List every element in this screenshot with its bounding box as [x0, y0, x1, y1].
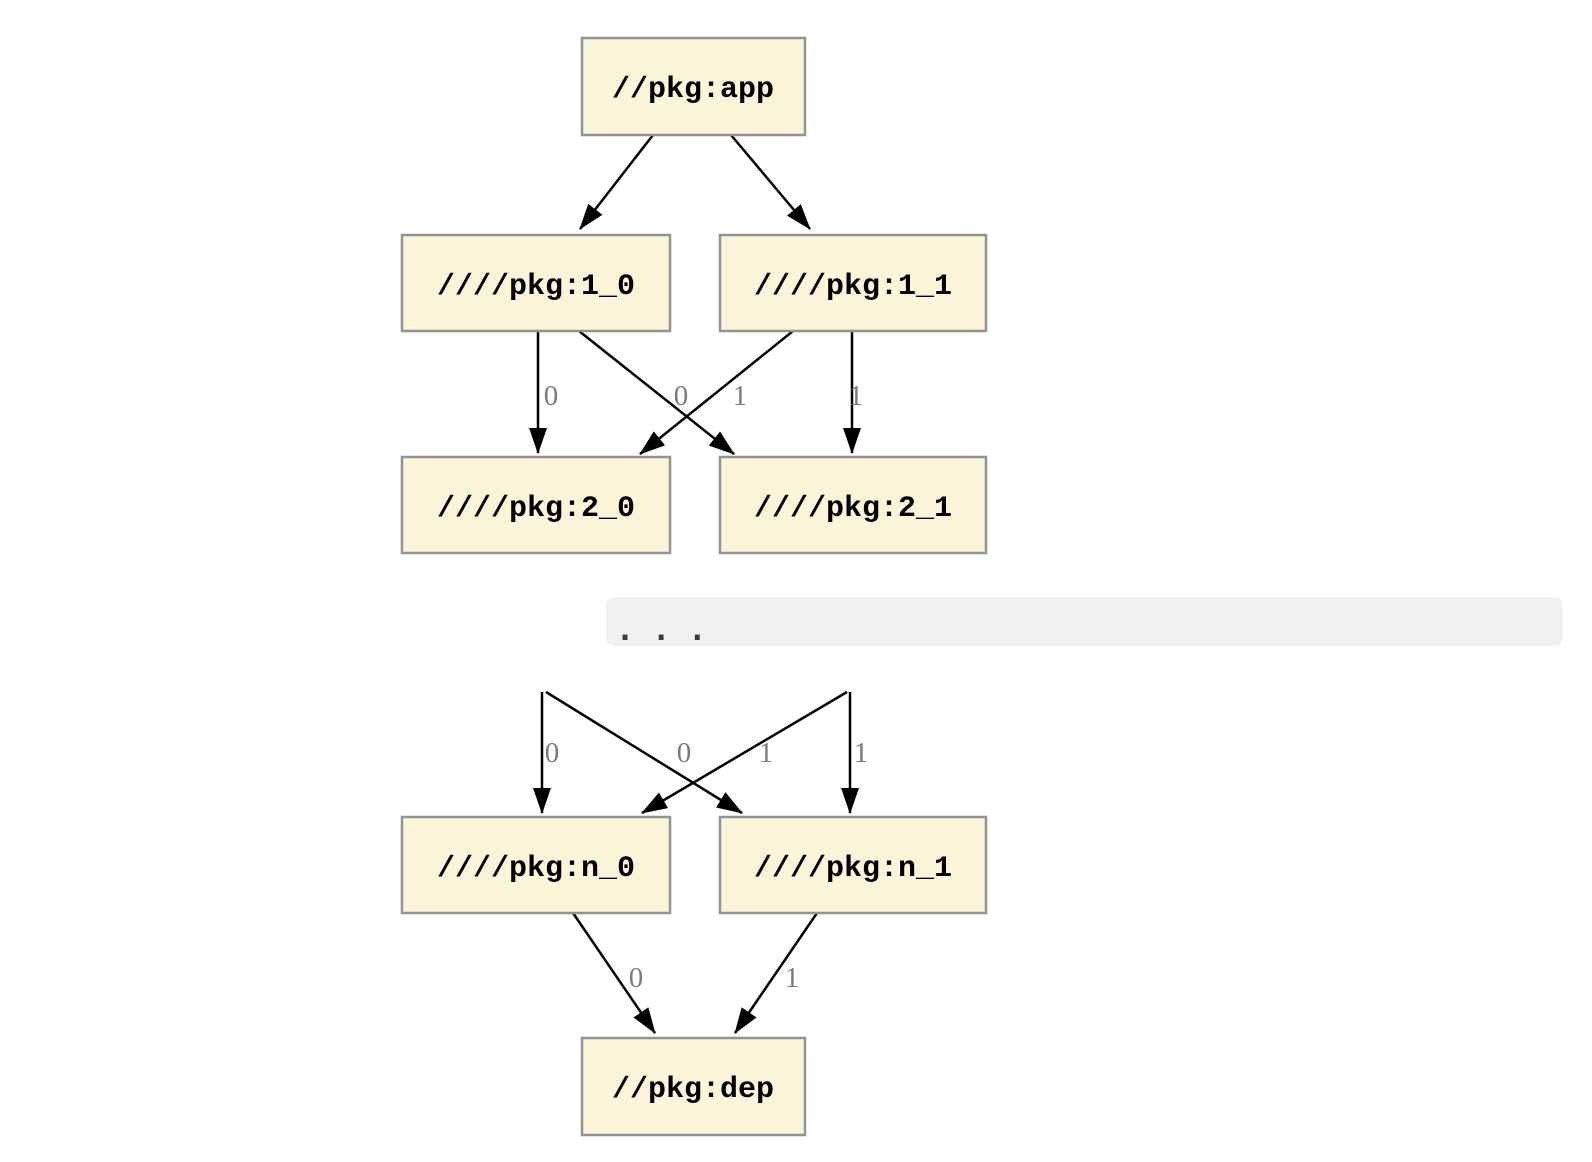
edge-label: 0 — [674, 380, 689, 412]
node-2_1: ////pkg:2_1 — [718, 455, 988, 555]
node-dep-label: //pkg:dep — [612, 1073, 774, 1107]
node-1_1-label: ////pkg:1_1 — [754, 270, 952, 304]
edge-label: 1 — [785, 962, 800, 994]
node-dep: //pkg:dep — [580, 1036, 807, 1137]
node-1_1: ////pkg:1_1 — [718, 233, 988, 333]
ellipsis-band-box — [606, 597, 1563, 646]
node-1_0-label: ////pkg:1_0 — [437, 270, 635, 304]
node-n_0: ////pkg:n_0 — [400, 815, 672, 915]
node-n_1-label: ////pkg:n_1 — [754, 852, 952, 886]
node-2_0-label: ////pkg:2_0 — [437, 492, 635, 526]
edges-rown-to-dep: 0 1 — [571, 912, 819, 1034]
edge-hidden1-to-n_0 — [641, 690, 848, 815]
node-n_0-box — [400, 815, 672, 915]
node-2_1-label: ////pkg:2_1 — [754, 492, 952, 526]
edge-n_1-to-dep — [733, 912, 819, 1034]
node-n_0-label: ////pkg:n_0 — [437, 852, 635, 886]
ellipsis-text: . . . — [616, 613, 706, 648]
edge-n_0-to-dep — [571, 912, 657, 1034]
edge-label: 0 — [545, 737, 560, 769]
ellipsis-band: . . . — [606, 597, 1563, 648]
edge-label: 0 — [677, 737, 692, 769]
edge-app-to-1_1 — [730, 134, 811, 230]
edges-row1-to-row2: 0 0 1 1 — [529, 330, 864, 455]
node-1_0: ////pkg:1_0 — [400, 233, 672, 333]
edge-1_0-to-2_1 — [578, 330, 735, 455]
edge-label: 0 — [544, 380, 559, 412]
node-1_0-box — [400, 233, 672, 333]
edge-label: 1 — [733, 380, 748, 412]
node-1_1-box — [718, 233, 988, 333]
node-n_1-box — [718, 815, 988, 915]
node-2_0: ////pkg:2_0 — [400, 455, 672, 555]
node-app: //pkg:app — [580, 36, 807, 137]
edge-1_1-to-2_0 — [639, 330, 794, 455]
edge-hidden0-to-n_1 — [545, 690, 743, 815]
node-2_0-box — [400, 455, 672, 555]
node-n_1: ////pkg:n_1 — [718, 815, 988, 915]
edge-app-to-1_0 — [579, 134, 654, 230]
node-app-box — [580, 36, 807, 137]
edge-label: 1 — [854, 737, 869, 769]
node-2_1-box — [718, 455, 988, 555]
edge-label: 1 — [759, 737, 774, 769]
node-app-label: //pkg:app — [612, 73, 774, 107]
edge-label: 0 — [629, 962, 644, 994]
node-dep-box — [580, 1036, 807, 1137]
edge-label: 1 — [849, 380, 864, 412]
edges-app-to-row1 — [579, 134, 811, 230]
edges-hidden-to-rown: 0 0 1 1 — [533, 690, 869, 815]
